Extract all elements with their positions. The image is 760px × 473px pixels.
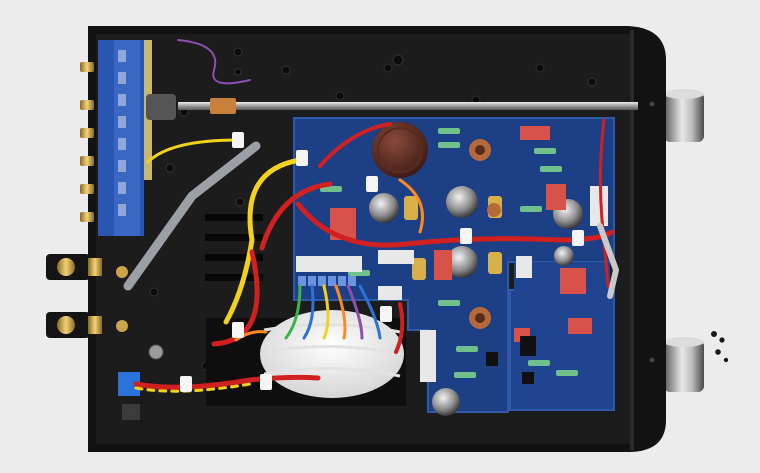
volume-shaft [146,94,638,120]
connectors [296,186,608,382]
power-inlet [118,344,164,420]
terminal-pins [298,276,356,286]
filter-capacitor [372,122,428,178]
wiring-harness [123,39,620,393]
binding-posts [46,254,128,338]
tube-sockets [469,139,501,329]
rear-terminal-board [98,40,152,236]
rca-jacks [80,62,94,222]
red-components [330,126,592,342]
ventilation-slots [205,214,263,281]
cable-ties [180,132,584,392]
front-knob-top [664,89,704,142]
film-capacitors [404,196,502,280]
resistors [320,128,578,378]
loose-screws [711,331,729,363]
front-knob-bottom [664,337,704,392]
electrolytic-capacitors [369,186,583,416]
ic-chips [486,336,536,384]
